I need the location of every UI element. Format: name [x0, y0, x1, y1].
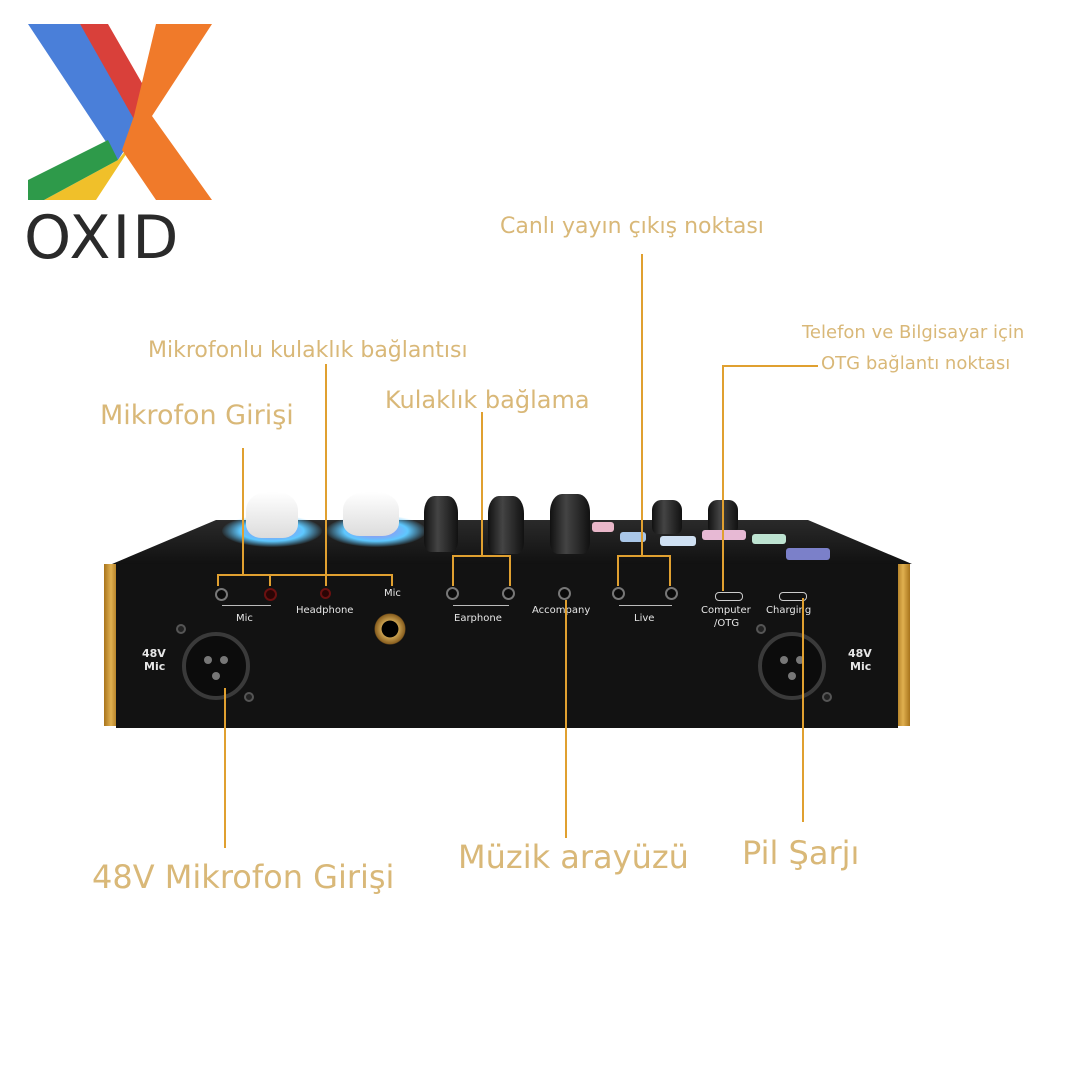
- xlr-left-label-1: 48V: [142, 647, 166, 660]
- brand-logo: OXID: [24, 20, 224, 270]
- callout-mic-headset: Mikrofonlu kulaklık bağlantısı: [148, 338, 468, 363]
- gold-trim-left: [104, 564, 118, 726]
- accompany-label: Accompany: [532, 605, 591, 616]
- callout-48v-mic: 48V Mikrofon Girişi: [92, 858, 395, 896]
- effect-pad-1[interactable]: [592, 522, 614, 532]
- earphone-jack-1[interactable]: [446, 587, 459, 600]
- effect-pad-2[interactable]: [620, 532, 646, 542]
- gold-trim-right: [896, 564, 910, 726]
- earphone-bracket: [453, 605, 509, 606]
- callout-battery-charge: Pil Şarjı: [742, 834, 860, 872]
- control-knob-1[interactable]: [424, 496, 458, 552]
- xlr-left-label-2: Mic: [144, 660, 166, 673]
- mic-volume-knob-right[interactable]: [343, 492, 399, 536]
- earphone-jack-2[interactable]: [502, 587, 515, 600]
- effect-pad-5[interactable]: [752, 534, 786, 544]
- screw-icon: [822, 692, 832, 702]
- mic-volume-knob-left[interactable]: [246, 492, 298, 538]
- control-knob-4[interactable]: [652, 500, 682, 534]
- earphone-label: Earphone: [454, 613, 502, 624]
- logo-text: OXID: [24, 203, 181, 273]
- headphone-label: Headphone: [296, 605, 354, 616]
- headphone-led: [320, 588, 331, 599]
- live-jack-1[interactable]: [612, 587, 625, 600]
- computer-label-line2: /OTG: [714, 618, 740, 629]
- xlr-48v-input-right[interactable]: [758, 632, 826, 700]
- xlr-right-label-1: 48V: [848, 647, 872, 660]
- effect-pad-4[interactable]: [702, 530, 746, 540]
- mic-top-label: Mic: [384, 588, 401, 599]
- xlr-pin: [796, 656, 804, 664]
- control-knob-2[interactable]: [488, 496, 524, 554]
- effect-pad-6[interactable]: [786, 548, 830, 560]
- xlr-pin: [204, 656, 212, 664]
- control-knob-5[interactable]: [708, 500, 738, 534]
- xlr-right-label-2: Mic: [850, 660, 872, 673]
- control-knob-3[interactable]: [550, 494, 590, 554]
- callout-music-interface: Müzik arayüzü: [458, 838, 689, 876]
- logo-x-icon: [28, 24, 212, 200]
- charging-label: Charging: [766, 605, 812, 616]
- headset-jack[interactable]: [373, 612, 407, 646]
- xlr-pin: [220, 656, 228, 664]
- xlr-48v-input-left[interactable]: [182, 632, 250, 700]
- callout-mic-input: Mikrofon Girişi: [100, 400, 294, 431]
- callout-otg-line1: Telefon ve Bilgisayar için: [802, 322, 1025, 343]
- callout-otg-line2: OTG bağlantı noktası: [821, 353, 1011, 374]
- mic-jack-2[interactable]: [264, 588, 277, 601]
- callout-live-output: Canlı yayın çıkış noktası: [500, 214, 764, 239]
- xlr-pin: [212, 672, 220, 680]
- xlr-pin: [780, 656, 788, 664]
- charging-port[interactable]: [779, 592, 807, 601]
- computer-label-line1: Computer: [701, 605, 751, 616]
- xlr-pin: [788, 672, 796, 680]
- effect-pad-3[interactable]: [660, 536, 696, 546]
- accompany-jack[interactable]: [558, 587, 571, 600]
- mic-jack-1[interactable]: [215, 588, 228, 601]
- live-jack-2[interactable]: [665, 587, 678, 600]
- callout-headphone-connect: Kulaklık bağlama: [385, 386, 590, 414]
- live-label: Live: [634, 613, 655, 624]
- mic-bracket: [222, 605, 271, 606]
- computer-otg-port[interactable]: [715, 592, 743, 601]
- screw-icon: [244, 692, 254, 702]
- screw-icon: [756, 624, 766, 634]
- live-bracket: [619, 605, 672, 606]
- screw-icon: [176, 624, 186, 634]
- mic-label: Mic: [236, 613, 253, 624]
